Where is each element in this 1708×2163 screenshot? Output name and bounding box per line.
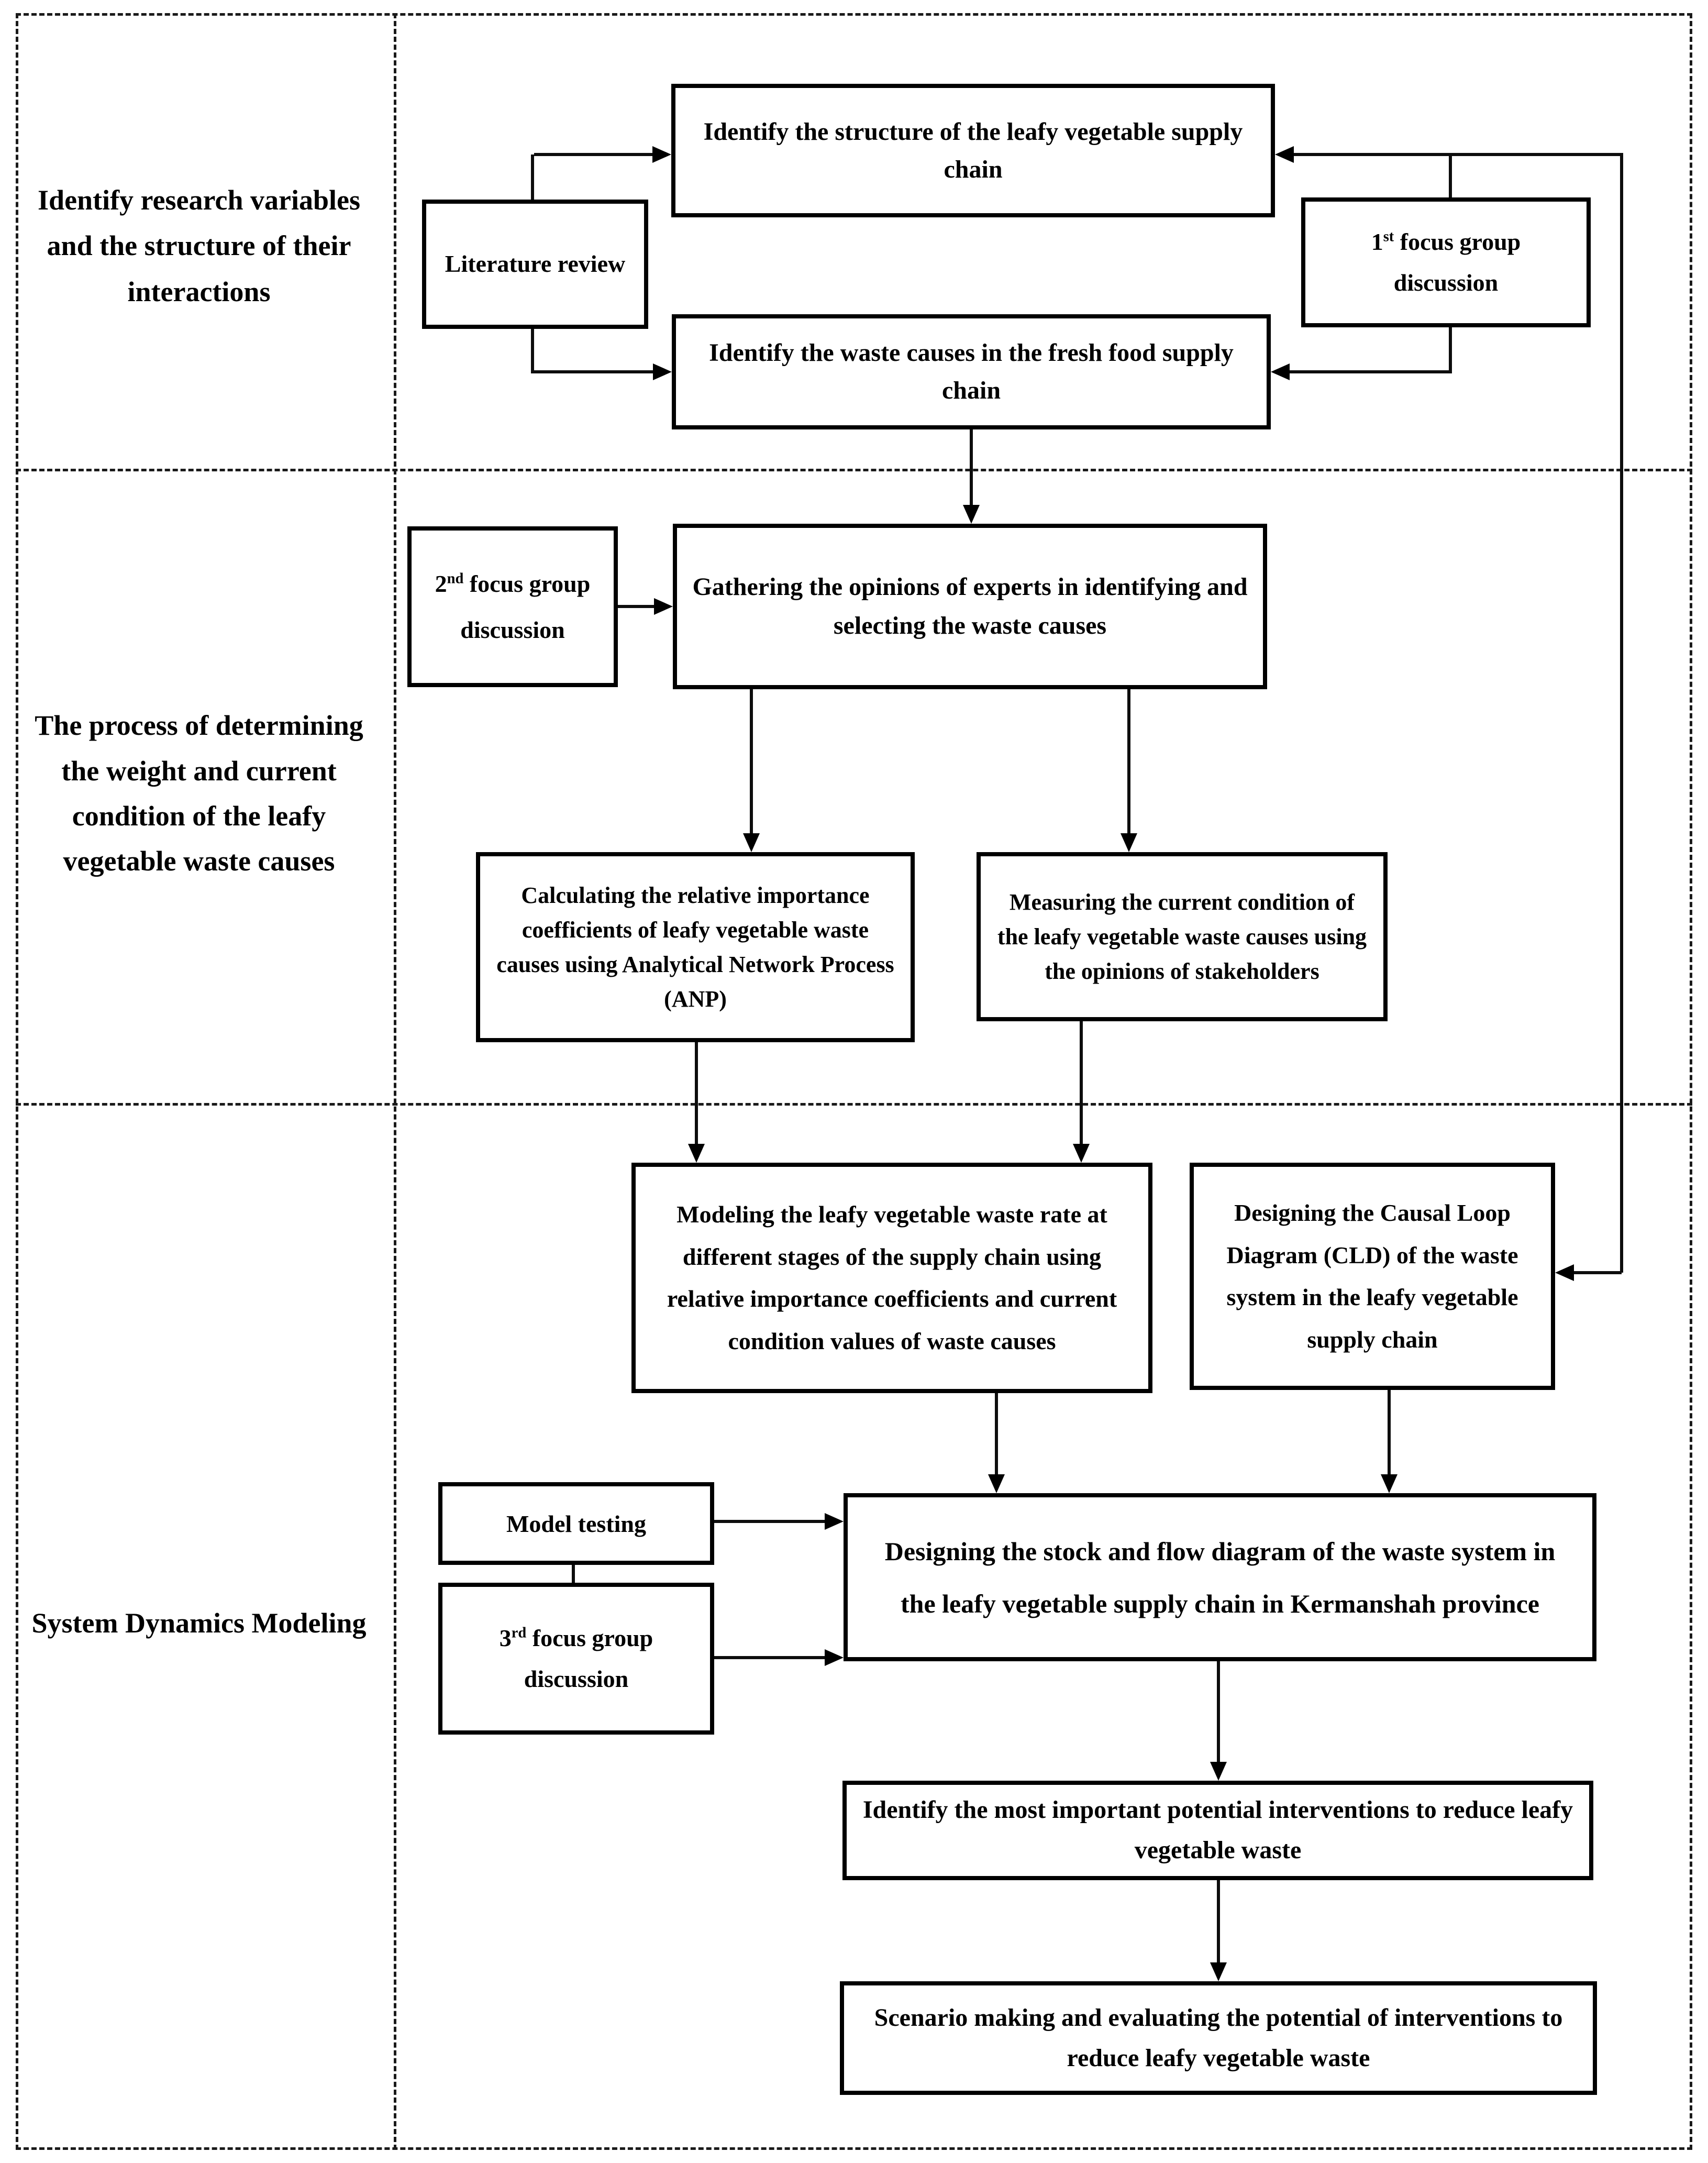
node-literature-review: Literature review — [422, 200, 648, 329]
node-identify-interventions: Identify the most important potential in… — [842, 1781, 1593, 1880]
arrowhead-into-interventions-top — [1210, 1762, 1227, 1781]
connector-focus1-to-wastecauses — [1290, 370, 1452, 373]
node-identify-interventions-label: Identify the most important potential in… — [862, 1796, 1573, 1864]
arrowhead-into-modeling-left-top — [688, 1144, 705, 1163]
node-calculating-anp-label: Calculating the relative importance coef… — [496, 882, 894, 1012]
connector-gathering-to-calculating — [750, 689, 753, 834]
arrowhead-into-gathering-top — [963, 505, 980, 524]
connector-focus1-top-drop — [1449, 154, 1452, 197]
node-gathering-opinions: Gathering the opinions of experts in ide… — [673, 524, 1267, 689]
node-stock-flow-diagram: Designing the stock and flow diagram of … — [844, 1493, 1596, 1661]
connector-wastecauses-to-gathering — [970, 429, 973, 506]
node-modeling-waste-rate-label: Modeling the leafy vegetable waste rate … — [667, 1201, 1117, 1354]
connector-focus2-to-gathering — [618, 605, 655, 608]
connector-litreview-down — [531, 329, 534, 373]
arrowhead-modeltesting-into-stockflow — [825, 1513, 844, 1530]
outer-dashed-border — [16, 13, 1692, 2150]
section-label-2: The process of determining the weight an… — [35, 710, 363, 877]
arrowhead-into-calculating-top — [743, 833, 760, 852]
arrowhead-into-structure-left — [652, 146, 671, 163]
arrowhead-into-scenario-top — [1210, 1962, 1227, 1981]
node-literature-review-label: Literature review — [445, 250, 626, 278]
connector-interventions-to-scenario — [1217, 1880, 1220, 1963]
node-model-testing: Model testing — [438, 1482, 714, 1565]
node-scenario-making-label: Scenario making and evaluating the poten… — [874, 2003, 1563, 2072]
connector-measuring-to-modeling — [1080, 1021, 1083, 1145]
section-label-3: System Dynamics Modeling — [31, 1607, 367, 1639]
node-cld-design: Designing the Causal Loop Diagram (CLD) … — [1190, 1163, 1555, 1390]
node-stock-flow-diagram-label: Designing the stock and flow diagram of … — [884, 1536, 1556, 1618]
arrowhead-into-modeling-right-top — [1073, 1144, 1090, 1163]
node-identify-structure-label: Identify the structure of the leafy vege… — [703, 117, 1243, 183]
connector-long-vertical-right — [1620, 154, 1623, 1273]
node-cld-design-label: Designing the Causal Loop Diagram (CLD) … — [1226, 1199, 1518, 1353]
node-identify-structure: Identify the structure of the leafy vege… — [671, 84, 1275, 217]
connector-modeltesting-to-stockflow — [714, 1520, 826, 1523]
connector-calculating-to-modeling — [695, 1042, 698, 1145]
node-scenario-making: Scenario making and evaluating the poten… — [840, 1981, 1597, 2095]
node-second-focus-group-label: 2nd focus group discussion — [435, 570, 591, 643]
connector-modeling-to-stockflow — [995, 1393, 998, 1475]
node-identify-waste-causes-label: Identify the waste causes in the fresh f… — [709, 339, 1234, 404]
arrowhead-into-wastecauses-left — [653, 363, 672, 380]
arrowhead-into-wastecauses-right — [1271, 363, 1290, 380]
node-gathering-opinions-label: Gathering the opinions of experts in ide… — [692, 572, 1248, 639]
section-label-1: Identify research variables and the stru… — [38, 184, 360, 307]
node-first-focus-group-label: 1st focus group discussion — [1371, 228, 1521, 296]
arrowhead-into-measuring-top — [1121, 833, 1137, 852]
connector-longline-to-cld — [1573, 1271, 1622, 1274]
connector-focus1-down — [1449, 327, 1452, 372]
arrowhead-into-stockflow-left-top — [988, 1474, 1005, 1493]
connector-stockflow-to-interventions — [1217, 1661, 1220, 1763]
label-column-separator — [394, 13, 396, 2150]
arrowhead-into-stockflow-right-top — [1381, 1474, 1398, 1493]
connector-gathering-to-measuring — [1127, 689, 1130, 834]
node-second-focus-group: 2nd focus group discussion — [407, 526, 618, 687]
node-calculating-anp: Calculating the relative importance coef… — [476, 852, 915, 1042]
connector-focus3-to-stockflow — [714, 1656, 826, 1659]
node-third-focus-group-label: 3rd focus group discussion — [499, 1624, 653, 1692]
node-model-testing-label: Model testing — [506, 1510, 646, 1537]
arrowhead-into-gathering-left — [654, 598, 673, 615]
arrowhead-into-cld-right — [1555, 1264, 1574, 1281]
connector-litreview-to-wastecauses — [534, 370, 653, 373]
node-first-focus-group: 1st focus group discussion — [1301, 197, 1591, 327]
connector-litreview-to-structure — [534, 153, 653, 156]
section-divider-2 — [16, 1103, 1692, 1106]
arrowhead-into-structure-right — [1275, 146, 1294, 163]
node-modeling-waste-rate: Modeling the leafy vegetable waste rate … — [631, 1163, 1152, 1393]
connector-focus1-to-structure — [1293, 153, 1623, 156]
connector-modeltesting-focus3 — [572, 1565, 575, 1583]
arrowhead-focus3-into-stockflow — [825, 1649, 844, 1666]
node-identify-waste-causes: Identify the waste causes in the fresh f… — [672, 314, 1271, 429]
connector-cld-to-stockflow — [1388, 1390, 1391, 1475]
node-measuring-condition-label: Measuring the current condition of the l… — [997, 889, 1367, 984]
node-measuring-condition: Measuring the current condition of the l… — [977, 852, 1388, 1021]
section-divider-1 — [16, 469, 1692, 471]
connector-litreview-up — [531, 154, 534, 200]
node-third-focus-group: 3rd focus group discussion — [438, 1583, 714, 1735]
